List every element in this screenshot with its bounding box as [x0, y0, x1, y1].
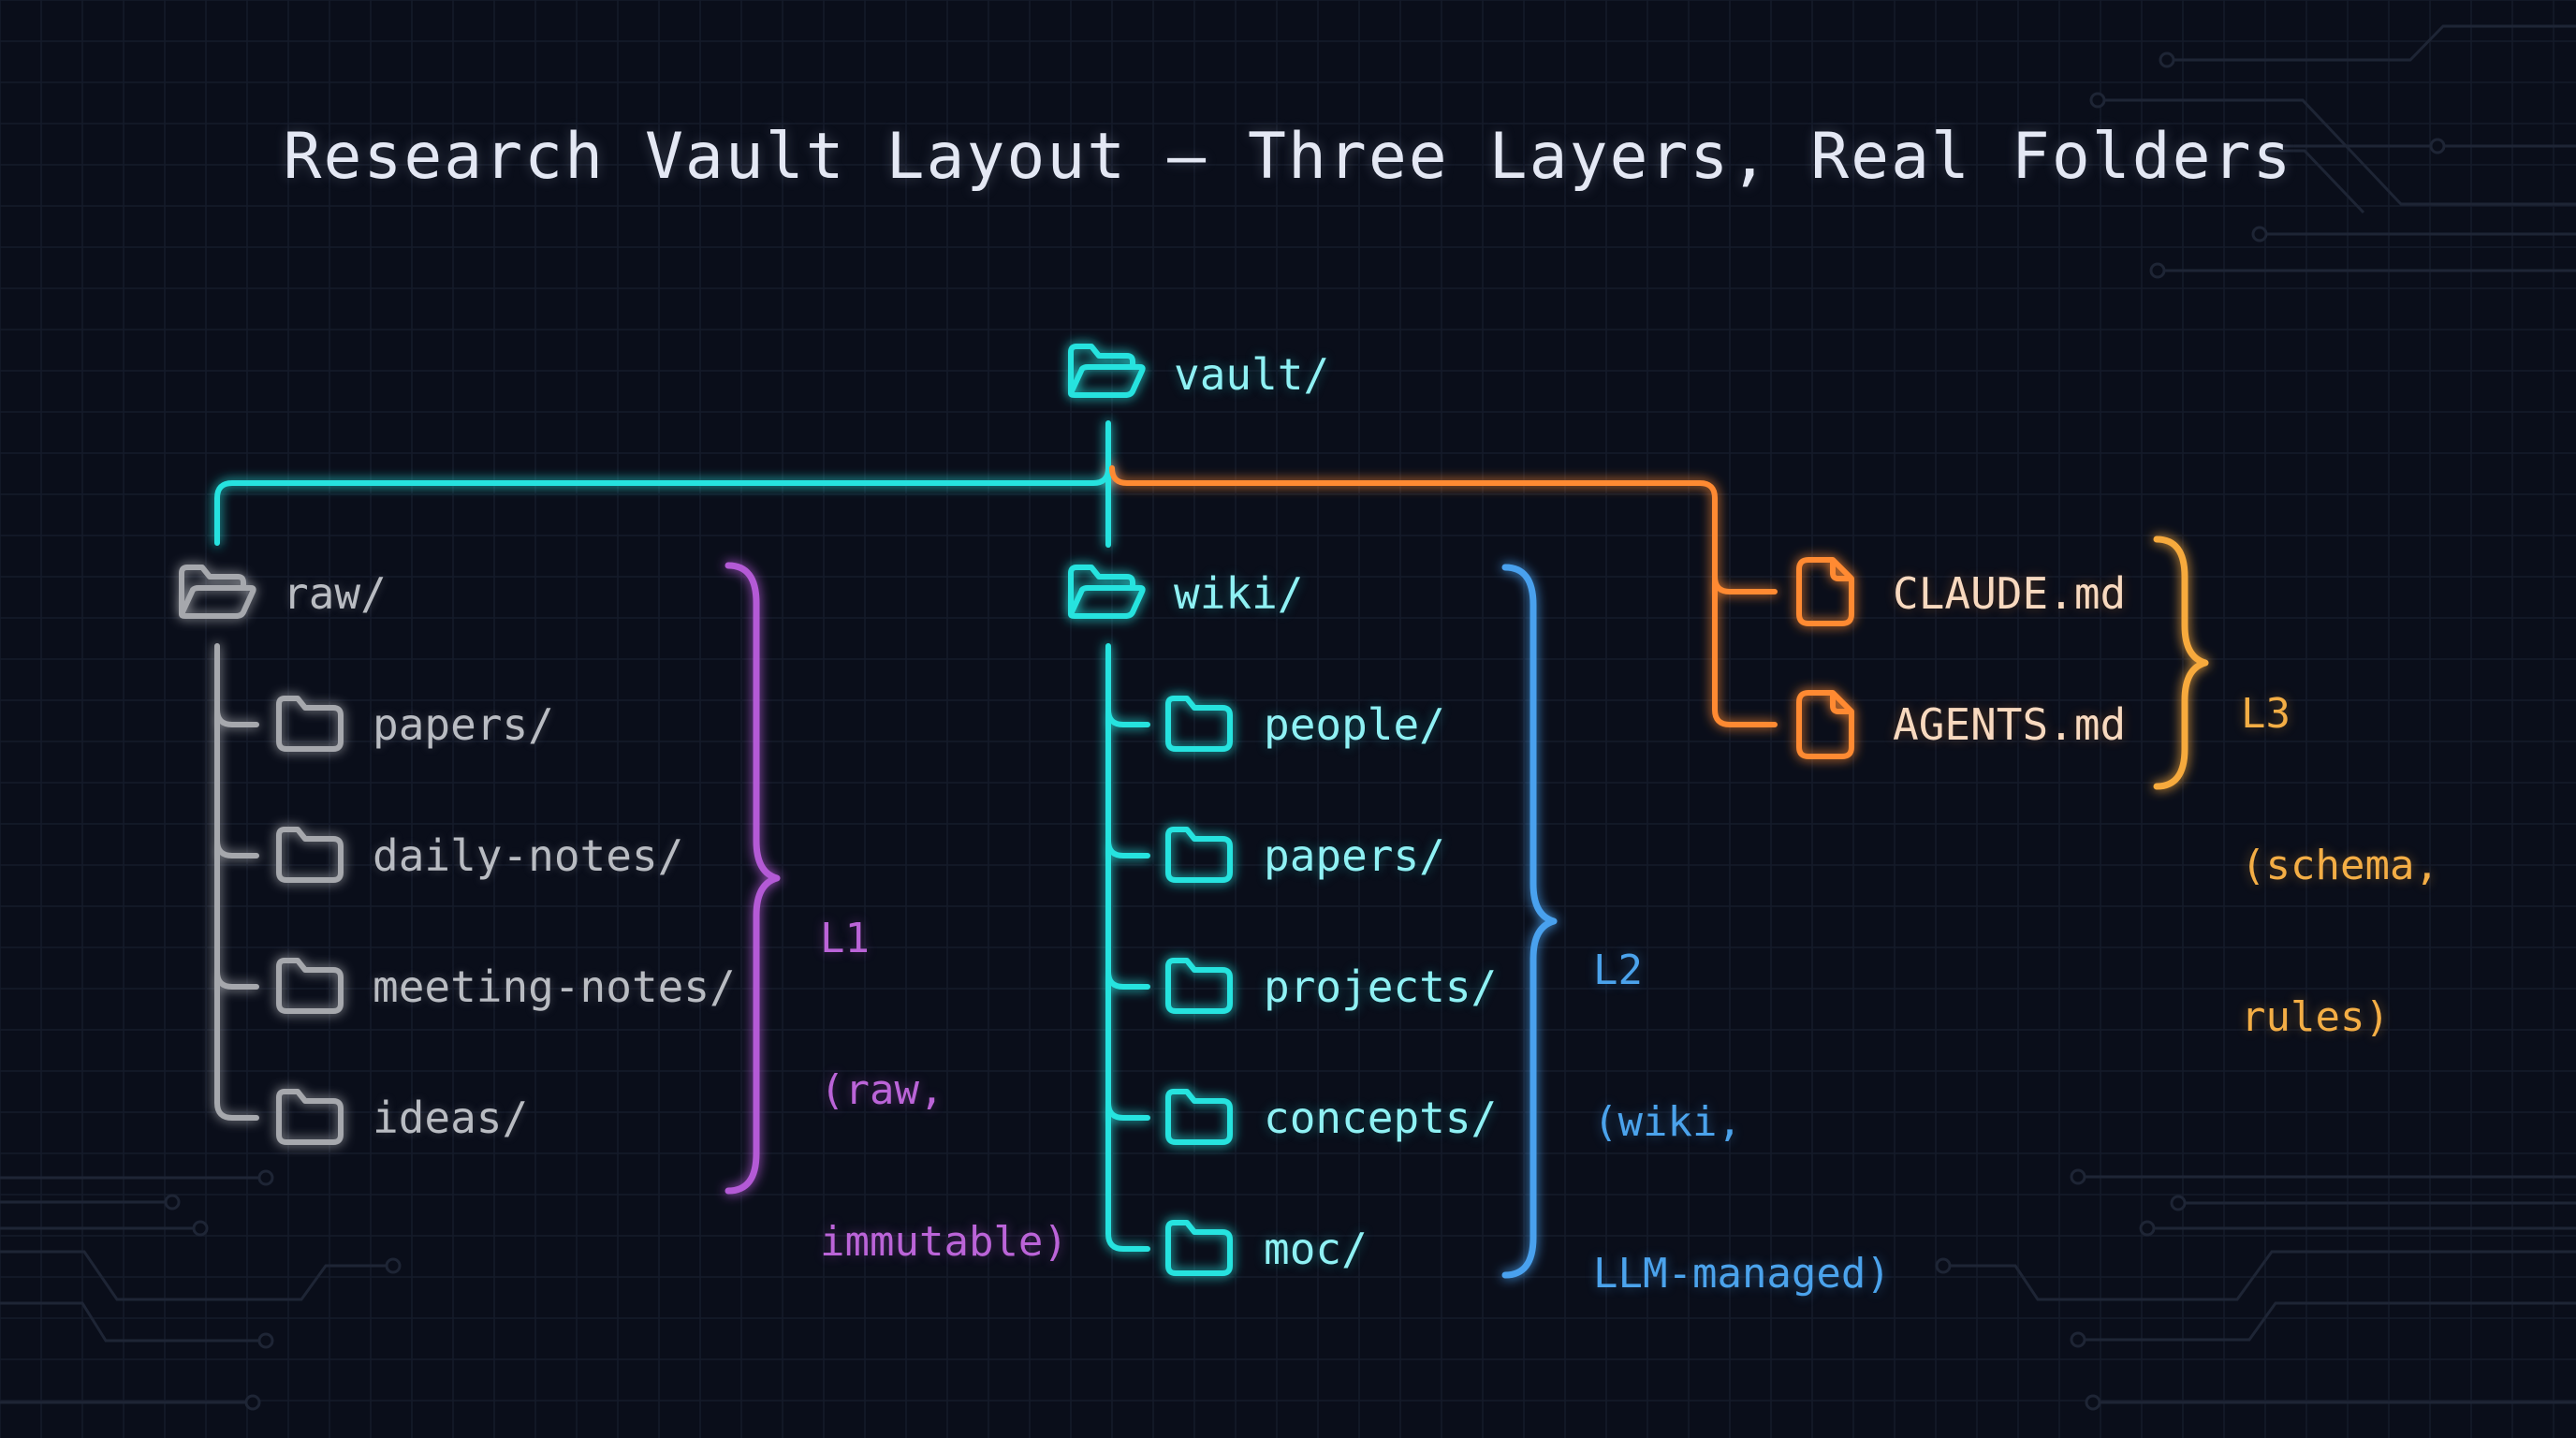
tree-lines — [179, 344, 2209, 1279]
layer-id: L1 — [820, 915, 870, 962]
circuit-trace — [0, 1301, 266, 1343]
folder-icon — [1165, 827, 1233, 883]
root-folder-label[interactable]: vault/ — [1174, 349, 1330, 400]
layer-l2-brace — [1501, 564, 1558, 1279]
circuit-trace — [2078, 1301, 2576, 1342]
raw-branch-line — [214, 838, 259, 858]
folder-icon — [1165, 958, 1233, 1014]
wiki-branch-line — [1105, 707, 1150, 727]
file-icon — [1796, 690, 1854, 759]
connector-schema — [1109, 465, 1778, 727]
circuit-node — [1935, 1257, 1952, 1274]
raw-child-label[interactable]: daily-notes/ — [373, 830, 684, 881]
circuit-trace — [0, 1250, 393, 1301]
circuit-node — [2070, 1168, 2086, 1185]
wiki-child-label[interactable]: projects/ — [1264, 961, 1498, 1012]
folder-icon — [1165, 1220, 1233, 1276]
circuit-node — [2251, 226, 2268, 242]
raw-child-label[interactable]: meeting-notes/ — [373, 961, 736, 1012]
folder-icon — [1165, 696, 1233, 752]
page-title: Research Vault Layout — Three Layers, Re… — [283, 120, 2293, 194]
circuit-node — [2149, 262, 2166, 279]
circuit-node — [2085, 1394, 2101, 1411]
raw-trunk — [214, 643, 259, 1121]
folder-icon — [276, 827, 344, 883]
circuit-node — [164, 1194, 181, 1211]
layer-l2-annotation: L2 (wiki, LLM-managed) — [1593, 844, 1891, 1350]
circuit-trace — [1943, 1250, 2576, 1301]
circuit-node — [2139, 1220, 2156, 1237]
file-icon — [1796, 557, 1854, 626]
circuit-node — [192, 1220, 209, 1237]
layer-desc-line: LLM-managed) — [1593, 1250, 1891, 1298]
layer-l1-annotation: L1 (raw, immutable) — [820, 813, 1068, 1318]
layer-id: L2 — [1593, 946, 1643, 994]
wiki-branch-line — [1105, 1100, 1150, 1121]
layer-desc-line: (schema, — [2241, 842, 2439, 889]
circuit-node — [385, 1257, 402, 1274]
wiki-branch-line — [1105, 838, 1150, 858]
layer-desc-line: rules) — [2241, 993, 2390, 1041]
circuit-node — [257, 1169, 274, 1186]
folder-icon — [276, 958, 344, 1014]
schema-file-label[interactable]: CLAUDE.md — [1893, 568, 2127, 619]
circuit-trace — [2167, 24, 2576, 62]
wiki-trunk — [1105, 643, 1150, 1252]
circuit-trace — [2265, 149, 2365, 214]
circuit-trace — [2098, 98, 2576, 206]
circuit-node — [2159, 51, 2175, 68]
root-folder-open-icon — [1068, 344, 1146, 398]
layer-l1-brace — [724, 562, 781, 1195]
layer-l3-annotation: L3 (schema, rules) — [2241, 588, 2439, 1093]
raw-branch-line — [214, 969, 259, 990]
raw-child-label[interactable]: ideas/ — [373, 1093, 529, 1143]
wiki-folder-open-icon — [1068, 565, 1146, 619]
raw-child-label[interactable]: papers/ — [373, 699, 554, 750]
layer-desc-line: (raw, — [820, 1066, 944, 1114]
wiki-child-label[interactable]: moc/ — [1264, 1224, 1368, 1274]
raw-folder-label[interactable]: raw/ — [283, 568, 387, 619]
folder-icon — [276, 696, 344, 752]
raw-branch-line — [214, 707, 259, 727]
layer-id: L3 — [2241, 690, 2291, 738]
schema-file-label[interactable]: AGENTS.md — [1893, 699, 2127, 750]
circuit-node — [2170, 1195, 2187, 1211]
wiki-child-label[interactable]: papers/ — [1264, 830, 1445, 881]
folder-icon — [1165, 1089, 1233, 1145]
layer-desc-line: (wiki, — [1593, 1098, 1742, 1146]
wiki-branch-line — [1105, 969, 1150, 990]
circuit-node — [2070, 1331, 2086, 1348]
wiki-folder-label[interactable]: wiki/ — [1174, 568, 1304, 619]
layer-desc-line: immutable) — [820, 1218, 1068, 1266]
circuit-node — [2089, 92, 2106, 109]
raw-folder-open-icon — [179, 565, 256, 619]
wiki-child-label[interactable]: concepts/ — [1264, 1093, 1498, 1143]
layer-l3-brace — [2153, 536, 2209, 790]
wiki-child-label[interactable]: people/ — [1264, 699, 1445, 750]
connector-raw — [214, 420, 1111, 546]
circuit-node — [2429, 138, 2446, 154]
circuit-node — [257, 1332, 274, 1349]
circuit-node — [244, 1394, 261, 1411]
folder-icon — [276, 1089, 344, 1145]
